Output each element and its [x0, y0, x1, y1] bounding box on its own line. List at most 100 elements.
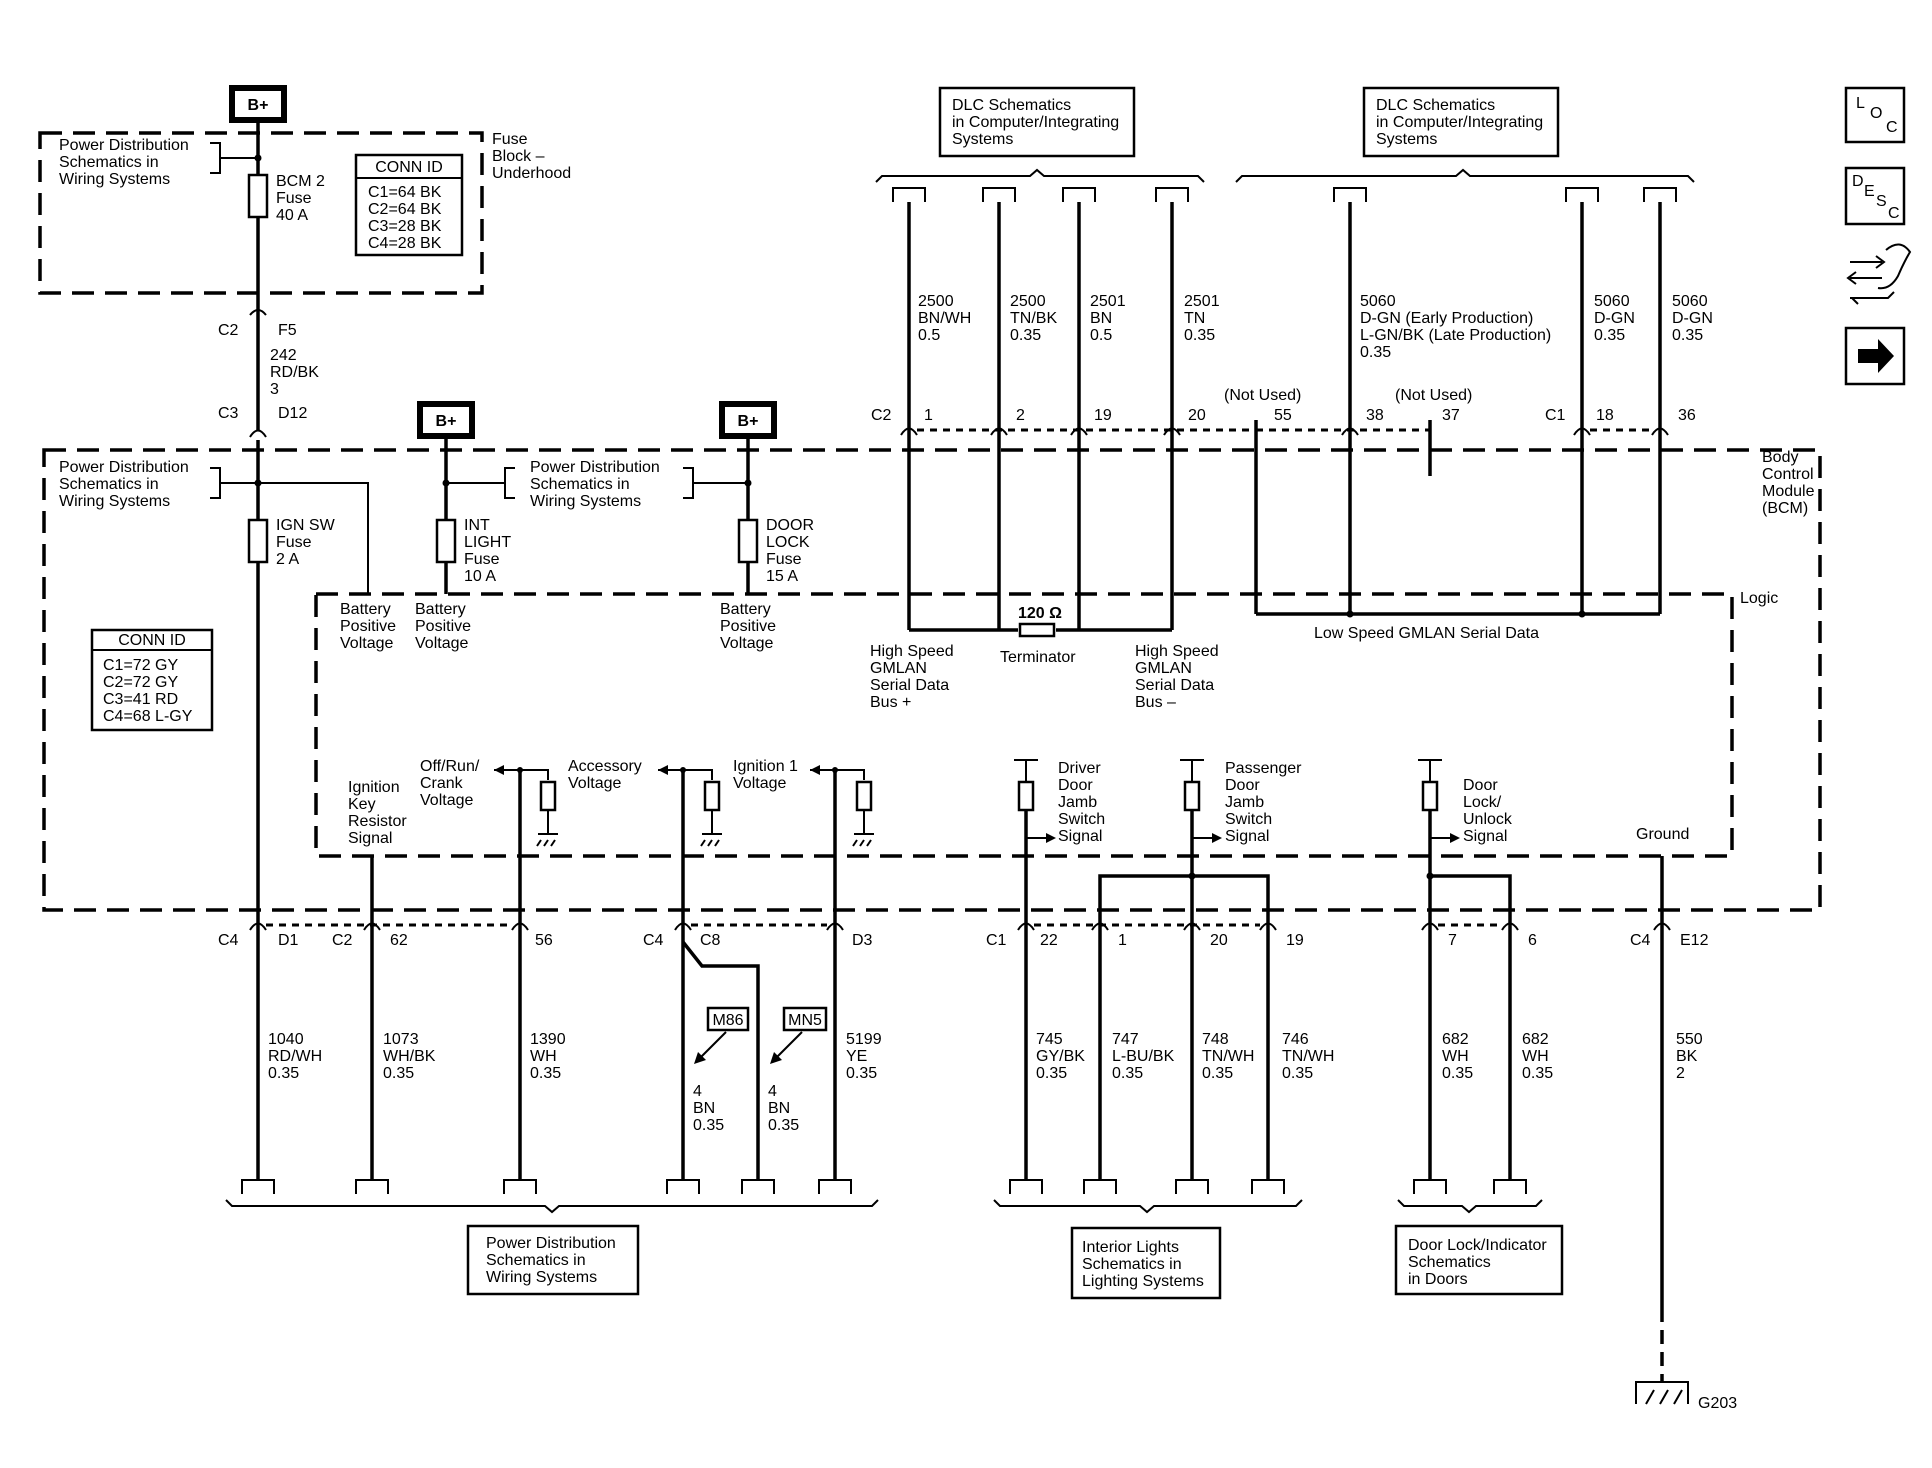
svg-text:D3: D3: [852, 932, 873, 949]
svg-text:C3: C3: [218, 405, 239, 422]
svg-text:E: E: [1864, 183, 1875, 200]
svg-text:S: S: [1876, 193, 1887, 210]
feed-wire-242: C2 F5 242 RD/BK 3 C3 D12: [218, 309, 319, 438]
interior-lights-ref-box: [1070, 1226, 1222, 1300]
svg-text:C1=64 BK C2=64 BK: C1=64 BK C2=64 BK C3=28 BK C4=28 BK: [368, 184, 446, 252]
svg-text:22: 22: [1040, 932, 1058, 949]
fuse-block-underhood: B+ Power Distribution Schematics in Wiri…: [38, 85, 571, 315]
svg-text:Power Distribution Schem: Power Distribution Schematics in Wiring …: [530, 459, 664, 510]
svg-text:Off/Run/ Crank Vol: Off/Run/ Crank Voltage: [420, 758, 484, 809]
svg-text:20: 20: [1188, 407, 1206, 424]
svg-text:Passenger Door Jam: Passenger Door Jamb Switch Signal: [1225, 760, 1306, 845]
svg-text:Low Speed GMLAN Serial Data: Low Speed GMLAN Serial Data: [1314, 625, 1539, 642]
svg-text:6: 6: [1528, 932, 1537, 949]
dlc-section: DLC Schematics in Computer/Integrating S…: [870, 86, 1713, 711]
svg-text:O: O: [1870, 105, 1882, 122]
svg-text:IGN SW Fuse 2 A: IGN SW Fuse 2 A: [276, 517, 339, 568]
svg-text:G203: G203: [1698, 1395, 1737, 1412]
int-light-fuse-symbol: [435, 518, 457, 564]
door-lock-fuse-symbol: [737, 518, 759, 564]
svg-text:B+: B+: [436, 413, 457, 430]
svg-text:C1=72 GY C2=72 GY: C1=72 GY C2=72 GY C3=41 RD C4=68 L-GY: [103, 657, 193, 725]
svg-text:C4: C4: [643, 932, 664, 949]
bcm-module: Body Control Module (BCM) Logic: [42, 448, 1822, 912]
svg-text:D1: D1: [278, 932, 299, 949]
bcm-conn-id: [90, 628, 214, 732]
door-lock-ref-box: [1394, 1224, 1564, 1296]
svg-text:C1: C1: [986, 932, 1007, 949]
svg-text:56: 56: [535, 932, 553, 949]
svg-text:37: 37: [1442, 407, 1460, 424]
svg-text:DLC Schematics in Comput: DLC Schematics in Computer/Integrating S…: [1376, 97, 1548, 148]
svg-text:(Not Used): (Not Used): [1395, 387, 1472, 404]
svg-text:18: 18: [1596, 407, 1614, 424]
svg-text:Power Distribution Schem: Power Distribution Schematics in Wiring …: [59, 459, 193, 510]
svg-text:55: 55: [1274, 407, 1292, 424]
ground-g203-icon: [1635, 1381, 1689, 1405]
fuse-block-ref: Power Distribution Schematics in Wiring …: [59, 137, 193, 188]
svg-text:MN5: MN5: [788, 1012, 822, 1029]
svg-text:B+: B+: [248, 97, 269, 114]
terminator-resistor: [1018, 622, 1056, 638]
svg-text:L: L: [1856, 95, 1865, 112]
logic-signals: Ignition Key Resistor Signal Off/Run/ Cr…: [348, 758, 1689, 932]
svg-text:19: 19: [1094, 407, 1112, 424]
svg-text:C2: C2: [871, 407, 892, 424]
svg-text:D12: D12: [278, 405, 307, 422]
splice-tag-m86: [706, 1006, 750, 1032]
dlc-ref-box-2: [1362, 86, 1560, 158]
fuse-block-conn-id: [354, 153, 464, 257]
svg-text:Door Lock/ Unlock: Door Lock/ Unlock Signal: [1463, 777, 1516, 845]
svg-text:C8: C8: [700, 932, 721, 949]
logic-label: Logic: [1740, 590, 1778, 607]
svg-text:C4: C4: [218, 932, 239, 949]
bcm-title: Body Control Module (BCM): [1762, 449, 1819, 517]
svg-text:High Speed GMLAN S: High Speed GMLAN Serial Data Bus –: [1135, 643, 1223, 711]
svg-text:Battery Positive V: Battery Positive Voltage: [340, 601, 400, 652]
svg-text:High Speed GMLAN S: High Speed GMLAN Serial Data Bus +: [870, 643, 958, 711]
svg-text:(Not Used): (Not Used): [1224, 387, 1301, 404]
bottom-connectors: C4 D1 C2 62 56 C4 C8 D3 C1 22 1 20 19 7 …: [218, 922, 1737, 1412]
svg-text:C2: C2: [218, 322, 239, 339]
svg-text:C: C: [1888, 205, 1900, 222]
svg-text:38: 38: [1366, 407, 1384, 424]
svg-text:1: 1: [924, 407, 933, 424]
connector-wrench-icon[interactable]: [1846, 243, 1912, 305]
svg-text:M86: M86: [712, 1012, 743, 1029]
desc-icon[interactable]: D E S C: [1844, 166, 1906, 226]
svg-text:D: D: [1852, 173, 1864, 190]
svg-text:Battery Positive V: Battery Positive Voltage: [415, 601, 475, 652]
svg-text:DOOR LOCK Fuse: DOOR LOCK Fuse 15 A: [766, 517, 818, 585]
svg-text:C: C: [1886, 119, 1898, 136]
loc-icon[interactable]: L O C: [1844, 86, 1906, 144]
power-distribution-ref-box: [466, 1224, 640, 1296]
svg-text:20: 20: [1210, 932, 1228, 949]
svg-text:36: 36: [1678, 407, 1696, 424]
svg-text:CONN ID: CONN ID: [118, 632, 186, 649]
svg-text:Ignition Key Resis: Ignition Key Resistor Signal: [348, 779, 411, 847]
fuse-block-title: Fuse Block – Underhood: [492, 131, 571, 182]
next-arrow-icon[interactable]: [1844, 326, 1906, 386]
bcm-power-feeds: Power Distribution Schematics in Wiring …: [59, 401, 818, 932]
b-plus-int-light: [417, 401, 475, 439]
svg-text:Ground: Ground: [1636, 826, 1689, 843]
svg-text:7: 7: [1448, 932, 1457, 949]
svg-text:F5: F5: [278, 322, 297, 339]
